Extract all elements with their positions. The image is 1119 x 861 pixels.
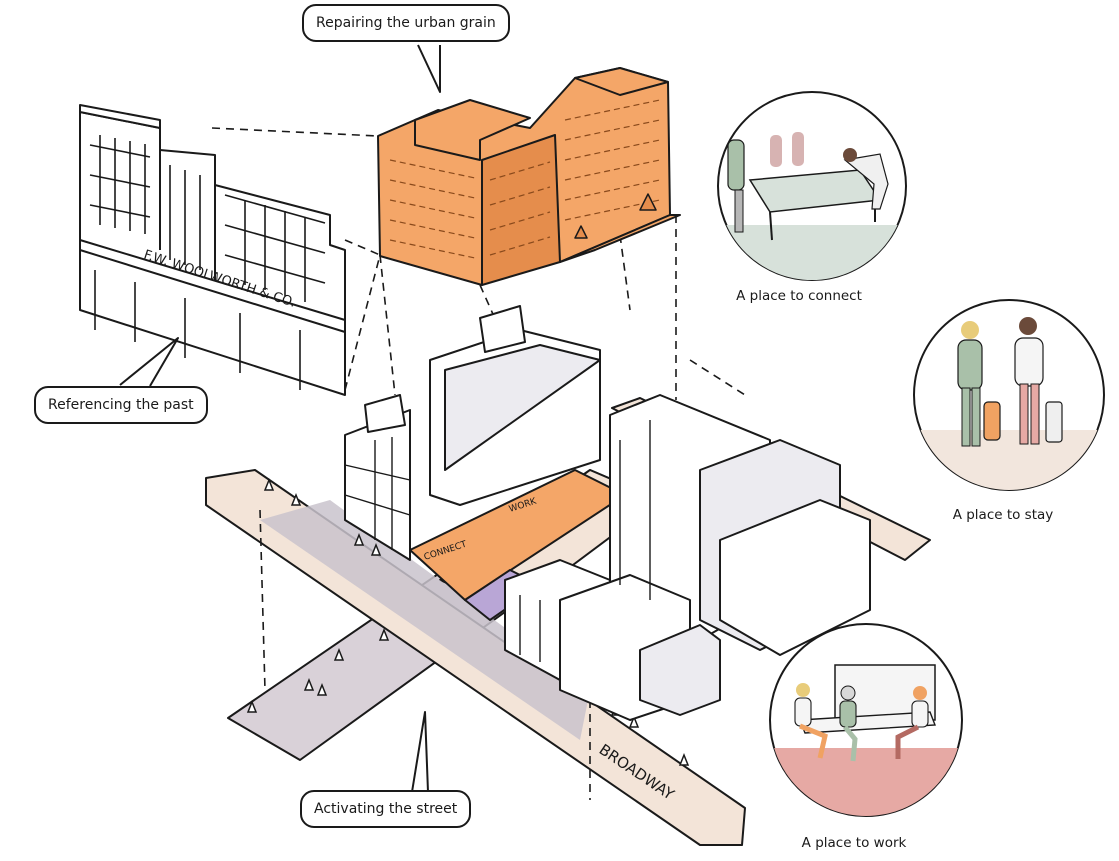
work-caption: A place to work (802, 835, 907, 851)
callout-activating-street-text: Activating the street (314, 801, 458, 817)
work-vignette (769, 623, 963, 817)
callout-urban-grain-text: Repairing the urban grain (316, 15, 496, 31)
callout-tails (119, 44, 441, 793)
stay-caption: A place to stay (953, 507, 1054, 523)
broadway-street (205, 469, 746, 846)
woolworth-building: F.W. WOOLWORTH & CO. (79, 104, 346, 396)
site-model: CONNECT WORK (344, 305, 871, 721)
callout-urban-grain: Repairing the urban grain (302, 4, 510, 42)
connect-caption: A place to connect (736, 288, 862, 304)
stay-vignette (913, 299, 1105, 491)
proposed-massing (377, 67, 681, 286)
callout-activating-street: Activating the street (300, 790, 472, 828)
callout-referencing-past: Referencing the past (34, 386, 208, 424)
projection-lines (211, 127, 746, 800)
connect-vignette (717, 91, 907, 281)
callout-referencing-past-text: Referencing the past (48, 397, 194, 413)
